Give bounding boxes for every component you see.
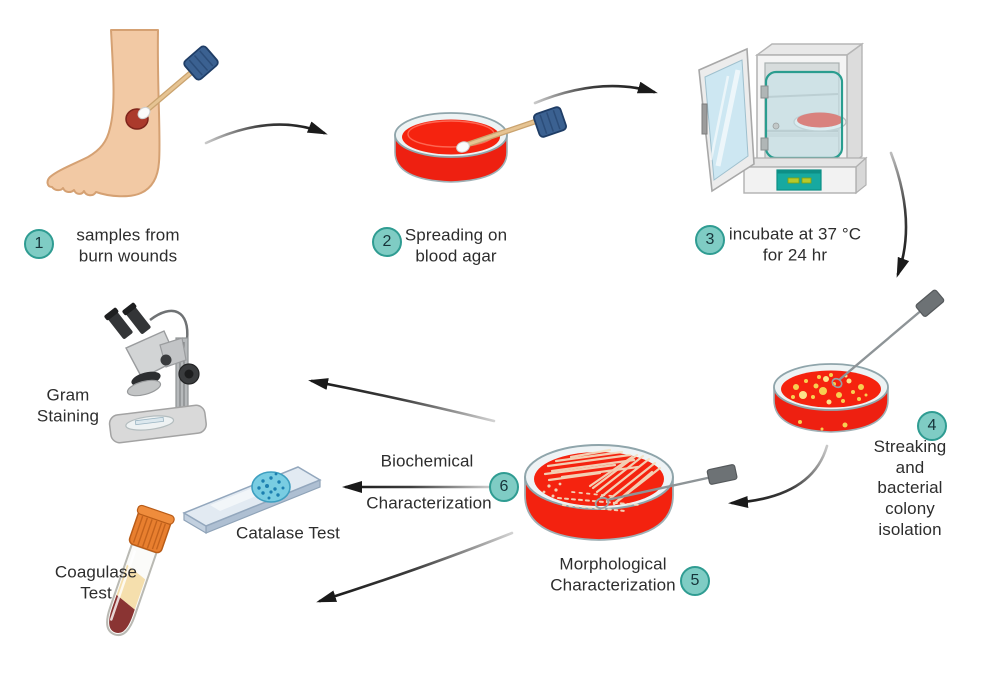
coagulase-tube-illustration — [106, 504, 175, 637]
step5-label: Morphological Characterization — [550, 554, 676, 594]
catalase-test-label: Catalase Test — [236, 523, 340, 543]
arrow-step3-to-step4 — [889, 151, 910, 278]
burn-wound-leg-illustration — [46, 29, 219, 198]
microscope-illustration — [104, 302, 207, 444]
inner-glass-door — [764, 70, 844, 160]
swab-icon — [137, 45, 219, 120]
leg-foot-shape — [46, 29, 161, 198]
tube-serum — [116, 564, 146, 610]
arrow-step5-to-gram-staining — [308, 378, 496, 423]
droplet-bubbles — [257, 472, 285, 500]
step-number-4: 4 — [917, 411, 947, 441]
step4-label: Streaking and bacterial colony isolation — [873, 437, 947, 540]
inoculation-loop — [594, 464, 738, 510]
step-number-1: 1 — [24, 229, 54, 259]
step6-label-line1: Biochemical — [380, 451, 474, 471]
step2-label: Spreading on blood agar — [404, 225, 508, 265]
microscope-cable — [149, 309, 189, 341]
catalase-slide-illustration — [182, 466, 322, 535]
streak-dots — [542, 482, 562, 498]
step6-label-line2: Characterization — [366, 493, 492, 513]
tube-cap — [128, 504, 175, 554]
arrow-step4-to-step5 — [728, 444, 829, 508]
swab-icon — [456, 106, 567, 153]
step-number-3: 3 — [695, 225, 725, 255]
blood-agar-plate-illustration — [394, 106, 567, 183]
incubator-illustration — [698, 42, 868, 195]
bacteria-droplet — [251, 471, 291, 503]
open-glass-door — [698, 47, 755, 193]
streaked-plate-illustration — [524, 444, 738, 541]
eyepieces — [104, 302, 151, 339]
step-number-5: 5 — [680, 566, 710, 596]
display-screen — [787, 177, 800, 184]
inoculation-loop — [831, 289, 945, 389]
coagulase-test-label: Coagulase Test — [54, 562, 138, 602]
arrow-step5-to-coagulase — [316, 531, 514, 603]
step3-label: incubate at 37 °C for 24 hr — [728, 224, 862, 264]
arrow-step2-to-step3 — [533, 81, 658, 105]
plate-agar — [402, 119, 500, 155]
display-screen — [801, 177, 812, 184]
arrow-step1-to-step2 — [204, 121, 328, 145]
colony-plate-illustration — [773, 289, 945, 433]
flow-arrows — [204, 81, 910, 603]
ring-light — [126, 379, 162, 397]
step-number-2: 2 — [372, 227, 402, 257]
step-number-6: 6 — [489, 472, 519, 502]
control-panel — [776, 169, 822, 191]
step1-label: samples from burn wounds — [76, 225, 180, 265]
gram-staining-label: Gram Staining — [36, 385, 100, 425]
